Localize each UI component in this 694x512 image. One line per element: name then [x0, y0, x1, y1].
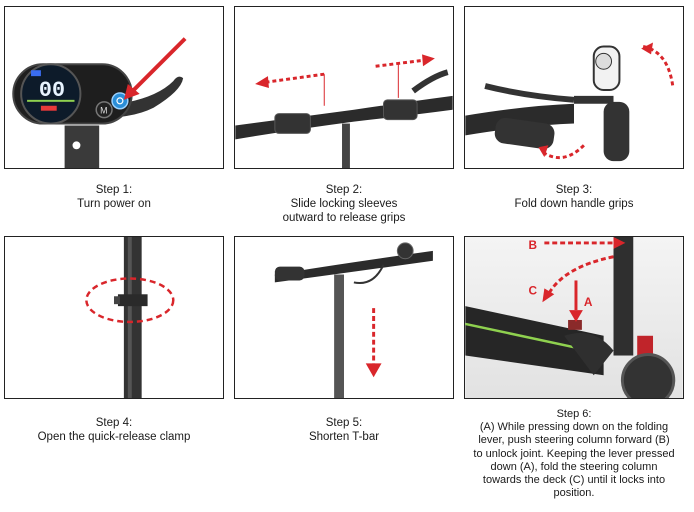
step-1-caption: Step 1: Turn power on: [0, 183, 229, 211]
step-text: Open the quick-release clamp: [37, 431, 191, 443]
step-3-illustration: [464, 6, 684, 169]
step-text: to unlock joint. Keeping the lever press…: [473, 447, 675, 460]
step-title: Step 1:: [95, 184, 133, 196]
power-button: [111, 92, 129, 110]
label-b: B: [529, 238, 538, 252]
label-c: C: [529, 283, 538, 297]
step-3-caption: Step 3: Fold down handle grips: [459, 183, 689, 211]
step-text: Fold down handle grips: [514, 198, 634, 210]
step-1-illustration: 00 M: [4, 6, 224, 169]
step-text: position.: [553, 487, 595, 500]
step-text: down (A), fold the steering column: [490, 460, 658, 473]
step-5-caption: Step 5: Shorten T-bar: [229, 416, 459, 444]
step-text: (A) While pressing down on the folding: [479, 421, 669, 434]
step-text: Shorten T-bar: [308, 431, 380, 443]
step-6-caption: Step 6: (A) While pressing down on the f…: [459, 408, 689, 500]
step-text: outward to release grips: [282, 212, 406, 224]
step-text: Turn power on: [77, 198, 151, 210]
step-2-caption: Step 2: Slide locking sleeves outward to…: [229, 183, 459, 225]
step-4-caption: Step 4: Open the quick-release clamp: [0, 416, 229, 444]
label-a: A: [584, 295, 593, 309]
mode-button: [95, 101, 113, 119]
step-text: Slide locking sleeves: [290, 198, 398, 210]
step-text: lever, push steering column forward (B): [478, 434, 670, 447]
step-2-illustration: [234, 6, 454, 169]
step-title: Step 6:: [556, 408, 592, 420]
step-4-illustration: [4, 236, 224, 399]
pointer-arrow: [130, 37, 187, 94]
step-title: Step 5:: [325, 417, 363, 429]
step-text: towards the deck (C) until it locks into: [482, 474, 666, 487]
step-title: Step 4:: [95, 417, 133, 429]
step-5-illustration: [234, 236, 454, 399]
speed-readout: 00: [39, 78, 65, 103]
step-title: Step 2:: [325, 184, 363, 196]
step-6-illustration: B A C: [464, 236, 684, 399]
mode-label: M: [100, 106, 107, 116]
step-title: Step 3:: [555, 184, 593, 196]
